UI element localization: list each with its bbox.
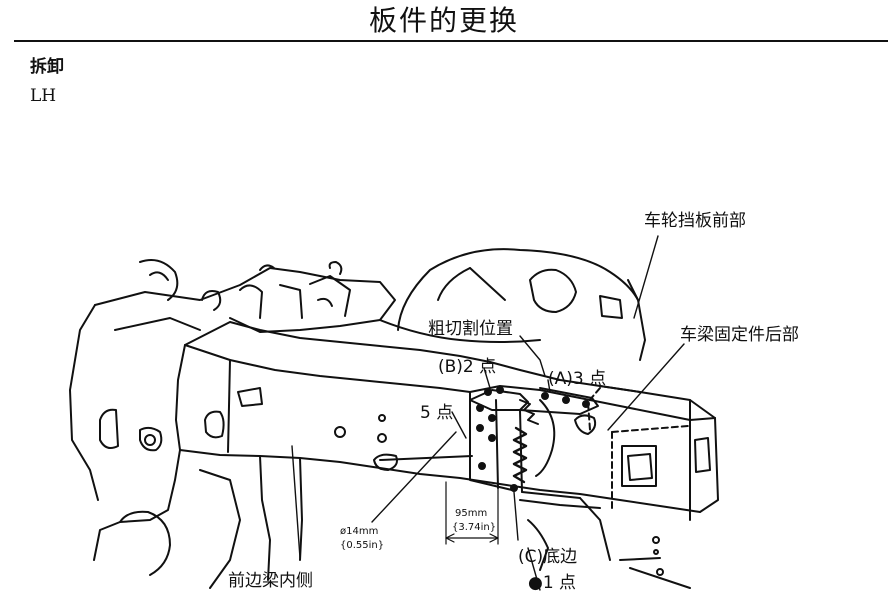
side-label: LH <box>30 86 57 106</box>
label-a-points: (A)3 点 <box>548 369 606 389</box>
dimension-95mm <box>445 481 499 545</box>
label-dim-95-in: {3.74in} <box>452 522 496 533</box>
label-wheel-apron-front: 车轮挡板前部 <box>644 211 746 231</box>
spot-weld <box>476 404 484 412</box>
label-dim-14-in: {0.55in} <box>340 540 384 551</box>
section-heading: 拆卸 <box>30 57 64 77</box>
spot-weld <box>478 462 486 470</box>
spot-weld <box>541 392 549 400</box>
lower-structure <box>93 399 661 589</box>
spot-weld <box>582 400 590 408</box>
label-member-fixer-rear: 车梁固定件后部 <box>680 325 799 345</box>
label-dim-95: 95mm <box>455 508 487 519</box>
member-fixer-rear <box>574 385 719 589</box>
title-divider <box>14 40 888 42</box>
upper-body-structure <box>69 259 396 501</box>
spot-weld <box>488 414 496 422</box>
wheel-apron <box>379 248 646 361</box>
label-c-bottom: (C)底边 <box>518 547 577 567</box>
spot-weld <box>476 424 484 432</box>
page-title: 板件的更换 <box>368 4 519 37</box>
cut-section <box>469 386 599 499</box>
label-five-points: 5 点 <box>420 403 453 423</box>
callout-leaders <box>291 235 685 591</box>
spot-weld <box>488 434 496 442</box>
rough-cut-line <box>512 426 528 484</box>
spot-weld <box>562 396 570 404</box>
label-b-points: (B)2 点 <box>438 357 496 377</box>
spot-weld <box>484 388 492 396</box>
label-dim-14: ø14mm <box>340 526 378 537</box>
spot-weld <box>510 484 518 492</box>
label-one-point: ●1 点 <box>528 573 576 593</box>
spot-weld <box>496 386 504 394</box>
label-front-side-member-inner: 前边梁内侧 <box>228 571 313 591</box>
label-rough-cut-position: 粗切割位置 <box>428 319 513 339</box>
